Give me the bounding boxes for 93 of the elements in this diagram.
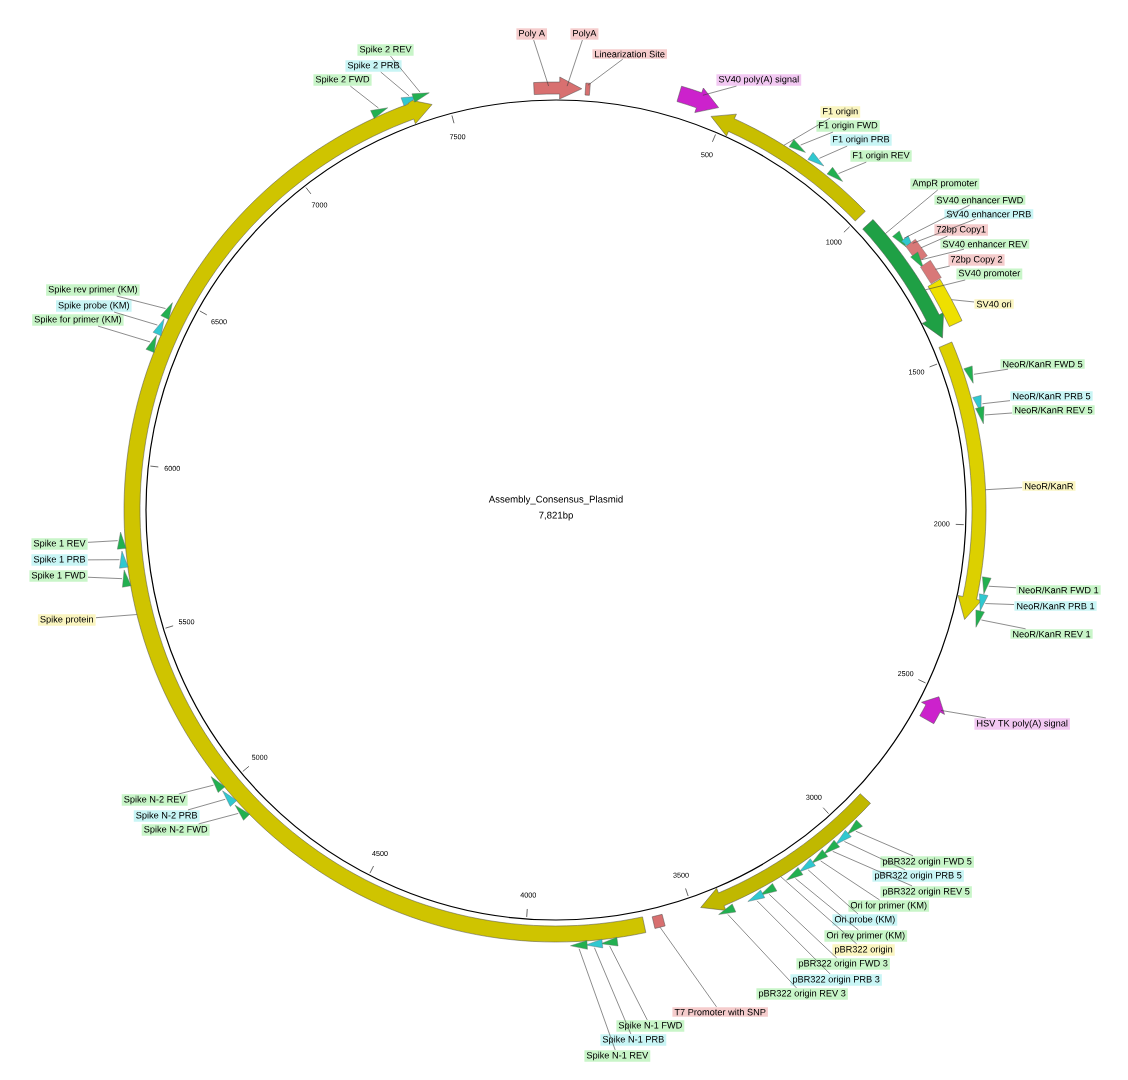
leader-line bbox=[925, 279, 966, 291]
primer-marker bbox=[600, 937, 619, 947]
primer-marker bbox=[972, 395, 982, 413]
leader-line bbox=[982, 400, 1011, 405]
site-mark bbox=[651, 914, 666, 929]
leader-line bbox=[820, 860, 880, 901]
leader-line bbox=[940, 710, 987, 719]
leader-line bbox=[951, 299, 975, 303]
leader-line bbox=[187, 799, 226, 811]
leader-line bbox=[795, 878, 859, 931]
leader-line bbox=[87, 576, 123, 579]
primer-marker bbox=[160, 302, 173, 320]
primer-marker bbox=[122, 569, 132, 588]
leader-line bbox=[756, 900, 831, 975]
leader-line bbox=[832, 851, 913, 887]
primer-marker bbox=[963, 365, 974, 384]
feature-mark bbox=[938, 341, 987, 620]
primer-marker bbox=[799, 858, 816, 873]
leader-line bbox=[838, 161, 867, 174]
primer-marker bbox=[759, 883, 778, 896]
primer-marker bbox=[807, 152, 825, 167]
primer-marker bbox=[210, 776, 226, 793]
repeat-block bbox=[920, 260, 942, 284]
site-mark bbox=[927, 279, 963, 327]
leader-line bbox=[198, 813, 239, 825]
feature-mark bbox=[919, 696, 945, 724]
primer-marker bbox=[222, 790, 237, 807]
leader-line bbox=[800, 131, 834, 146]
leader-line bbox=[87, 540, 118, 543]
primer-marker bbox=[975, 406, 985, 424]
leader-line bbox=[885, 189, 939, 234]
leader-line bbox=[988, 585, 1017, 589]
leader-line bbox=[95, 614, 138, 618]
leader-line bbox=[819, 145, 848, 159]
leader-line bbox=[768, 894, 837, 959]
site-mark bbox=[584, 82, 591, 96]
primer-marker bbox=[788, 139, 806, 153]
leader-line bbox=[985, 603, 1015, 605]
leader-line bbox=[920, 235, 948, 249]
primer-marker bbox=[747, 889, 765, 902]
primer-marker bbox=[786, 867, 804, 881]
primer-marker bbox=[411, 92, 430, 103]
primer-marker bbox=[585, 938, 603, 949]
leader-line bbox=[844, 841, 906, 871]
leader-line bbox=[984, 412, 1013, 416]
primer-marker bbox=[400, 96, 419, 107]
primer-marker bbox=[979, 593, 989, 612]
leader-line bbox=[350, 85, 379, 109]
feature-mark bbox=[676, 85, 719, 113]
primer-marker bbox=[370, 107, 388, 119]
leader-line bbox=[578, 948, 616, 1051]
leader-line bbox=[702, 85, 737, 96]
leader-line bbox=[912, 218, 976, 244]
primer-marker bbox=[145, 335, 157, 353]
leader-line bbox=[87, 559, 120, 561]
primer-marker bbox=[234, 804, 250, 821]
primer-marker bbox=[910, 251, 924, 269]
leader-line bbox=[921, 248, 965, 260]
primer-marker bbox=[117, 531, 127, 550]
primer-marker bbox=[975, 609, 985, 628]
leader-line bbox=[780, 876, 857, 945]
primer-marker bbox=[570, 940, 588, 950]
leader-line bbox=[116, 295, 166, 309]
leader-line bbox=[935, 265, 951, 270]
primer-marker bbox=[826, 167, 843, 182]
primer-marker bbox=[718, 903, 737, 915]
primer-marker bbox=[982, 576, 992, 595]
leader-line bbox=[783, 117, 831, 146]
leader-line bbox=[903, 204, 970, 239]
primer-marker bbox=[835, 830, 852, 845]
leader-line bbox=[97, 325, 151, 343]
primer-marker bbox=[823, 839, 840, 855]
leader-line bbox=[390, 55, 421, 93]
leader-line bbox=[113, 311, 158, 326]
leader-line bbox=[981, 619, 1026, 630]
leader-line bbox=[973, 368, 1009, 375]
primer-marker bbox=[119, 550, 129, 569]
primer-marker bbox=[152, 318, 165, 336]
primer-marker bbox=[811, 849, 828, 864]
leader-line bbox=[807, 869, 859, 915]
leader-line bbox=[594, 947, 632, 1035]
leader-line bbox=[587, 58, 624, 86]
leader-line bbox=[178, 784, 214, 795]
leader-line bbox=[727, 914, 797, 989]
leader-line bbox=[533, 39, 549, 87]
feature-mark bbox=[533, 76, 582, 100]
leader-line bbox=[855, 830, 914, 857]
leader-line bbox=[609, 945, 648, 1021]
leader-line bbox=[566, 39, 583, 87]
primer-marker bbox=[892, 230, 907, 248]
primer-marker bbox=[847, 819, 863, 835]
leader-line bbox=[985, 487, 1023, 491]
leader-line bbox=[380, 71, 410, 97]
